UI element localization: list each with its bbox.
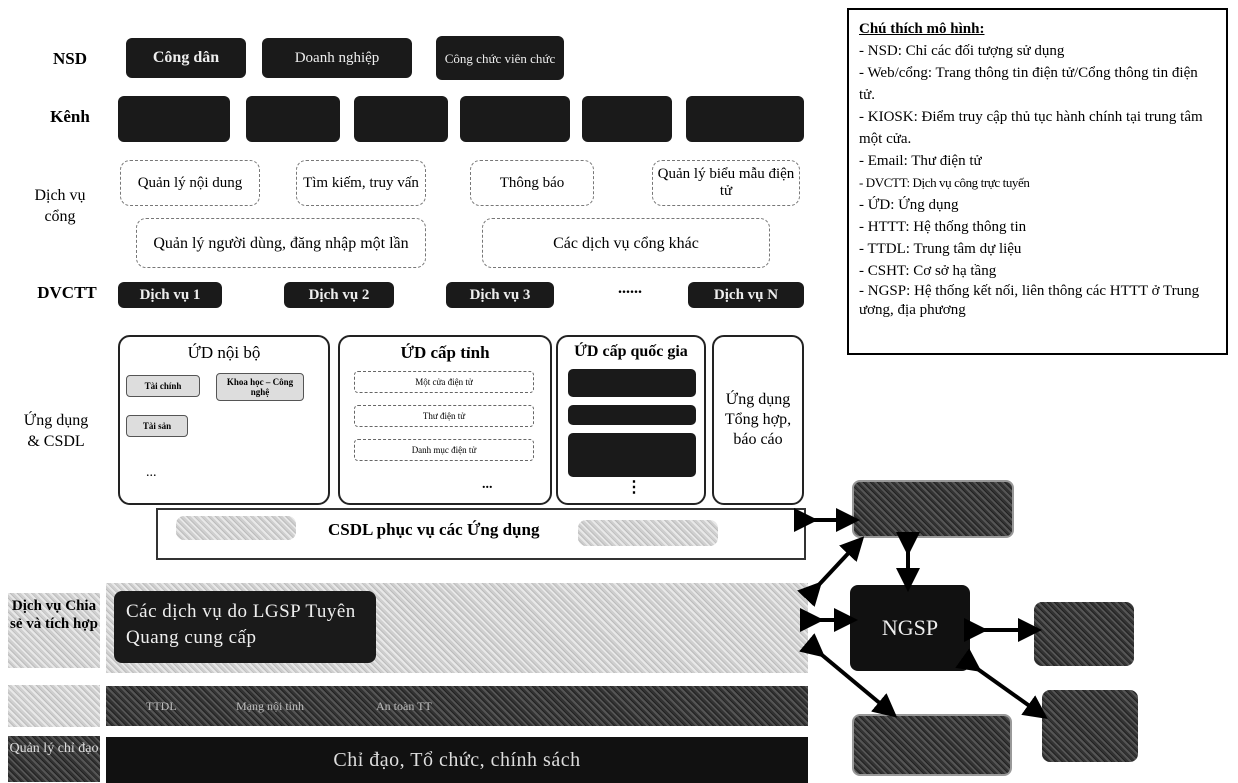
csdl-bar: CSDL phục vụ các Ứng dụng bbox=[156, 508, 806, 560]
legend-item-email: - Email: Thư điện tử bbox=[859, 153, 982, 169]
dvctt-dich-vu-2: Dịch vụ 2 bbox=[284, 282, 394, 308]
tag-khoa-hoc: Khoa học – Công nghệ bbox=[216, 373, 304, 401]
legend-item-ngsp: - NGSP: Hệ thống kết nối, liên thông các… bbox=[859, 283, 1200, 318]
arrow-ngsp-bottom-right bbox=[955, 648, 1048, 719]
panel-ud-cap-tinh: ỨD cấp tỉnh Một cửa điện tử Thư điện tử … bbox=[338, 335, 552, 505]
database-stack-right-icon bbox=[578, 520, 718, 546]
panel-ud-noi-bo: ỨD nội bộ Tài chính Khoa học – Công nghệ… bbox=[118, 335, 330, 505]
dvctt-dich-vu-3: Dịch vụ 3 bbox=[446, 282, 554, 308]
dvc-cong-khac: Các dịch vụ cổng khác bbox=[482, 218, 770, 268]
dvctt-dich-vu-n: Dịch vụ N bbox=[688, 282, 804, 308]
panel-tong-hop: Ứng dụng Tổng hợp, báo cáo bbox=[712, 335, 804, 505]
panel-ud-cap-quoc-gia: ỨD cấp quốc gia ⋮ bbox=[556, 335, 706, 505]
legend-item-csht: - CSHT: Cơ sở hạ tầng bbox=[859, 263, 997, 279]
row-label-ung-dung-csdl: Ứng dụng & CSDL bbox=[23, 412, 89, 450]
kenh-channel-5 bbox=[582, 96, 672, 142]
dvc-quan-ly-noi-dung: Quản lý nội dung bbox=[120, 160, 260, 206]
dvctt-ellipsis: ...... bbox=[618, 280, 642, 297]
nsd-doanh-nghiep: Doanh nghiệp bbox=[262, 38, 412, 78]
legend-box: Chú thích mô hình: - NSD: Chỉ các đối tư… bbox=[847, 8, 1228, 355]
row-label-ha-tang bbox=[8, 685, 100, 727]
quan-ly-bar: Chỉ đạo, Tổ chức, chính sách bbox=[106, 737, 808, 783]
legend-item-httt: - HTTT: Hệ thống thông tin bbox=[859, 219, 1027, 235]
tag-qg-1 bbox=[568, 369, 696, 397]
dvc-quan-ly-nguoi-dung: Quản lý người dùng, đăng nhập một lần bbox=[136, 218, 426, 268]
dvc-thong-bao: Thông báo bbox=[470, 160, 594, 206]
tag-mot-cua: Một cửa điện tử bbox=[354, 371, 534, 393]
httt-node-bottom-right bbox=[1042, 690, 1138, 762]
tag-qg-2 bbox=[568, 405, 696, 425]
ha-tang-an-toan: An toàn TT bbox=[376, 699, 432, 713]
tag-tai-san: Tài sản bbox=[126, 415, 188, 437]
panel-ud-noi-bo-title: ỨD nội bộ bbox=[187, 343, 261, 362]
kenh-channel-6 bbox=[686, 96, 804, 142]
legend-item-kiosk: - KIOSK: Điểm truy cập thủ tục hành chín… bbox=[859, 109, 1203, 147]
tag-qg-3 bbox=[568, 433, 696, 477]
httt-node-top bbox=[852, 480, 1014, 538]
kenh-channel-1 bbox=[118, 96, 230, 142]
row-label-dich-vu-cong: Dịch vụ cổng bbox=[34, 187, 86, 225]
tag-tai-chinh: Tài chính bbox=[126, 375, 200, 397]
dvc-tim-kiem: Tìm kiếm, truy vấn bbox=[296, 160, 426, 206]
arrow-lgsp-httt bbox=[797, 536, 865, 607]
ha-tang-ttdl: TTDL bbox=[146, 699, 177, 713]
ha-tang-mang: Mạng nội tỉnh bbox=[236, 699, 304, 713]
csdl-label: CSDL phục vụ các Ứng dụng bbox=[328, 520, 540, 539]
row-label-dvctt: DVCTT bbox=[37, 283, 97, 302]
nsd-cong-chuc: Công chức viên chức bbox=[436, 36, 564, 80]
row-label-tich-hop: Dịch vụ Chia sẻ và tích hợp bbox=[8, 593, 100, 668]
dvc-bieu-mau: Quản lý biểu mẫu điện tử bbox=[652, 160, 800, 206]
kenh-channel-4 bbox=[460, 96, 570, 142]
noi-bo-more: ... bbox=[146, 465, 157, 480]
dvctt-dich-vu-1: Dịch vụ 1 bbox=[118, 282, 222, 308]
legend-item-ttdl: - TTDL: Trung tâm dự liệu bbox=[859, 241, 1022, 257]
database-stack-left-icon bbox=[176, 516, 296, 540]
lgsp-box: Các dịch vụ do LGSP Tuyên Quang cung cấp bbox=[114, 591, 376, 663]
httt-node-bottom bbox=[852, 714, 1012, 776]
httt-node-right bbox=[1034, 602, 1134, 666]
legend-item-web: - Web/cổng: Trang thông tin điện tử/Cổng… bbox=[859, 65, 1198, 103]
kenh-channel-3 bbox=[354, 96, 448, 142]
nsd-cong-dan: Công dân bbox=[126, 38, 246, 78]
row-label-quan-ly: Quản lý chỉ đạo bbox=[8, 736, 100, 782]
kenh-channel-2 bbox=[246, 96, 340, 142]
panel-ud-cap-tinh-title: ỨD cấp tỉnh bbox=[400, 343, 490, 362]
panel-ud-cap-quoc-gia-title: ỨD cấp quốc gia bbox=[574, 343, 688, 360]
ha-tang-bar: TTDL Mạng nội tỉnh An toàn TT bbox=[106, 686, 808, 726]
legend-item-dvctt: - DVCTT: Dịch vụ công trực tuyến bbox=[859, 175, 1030, 190]
legend-title: Chú thích mô hình: bbox=[859, 21, 985, 37]
row-label-nsd: NSD bbox=[52, 49, 87, 68]
arrow-lgsp-bottom bbox=[799, 633, 898, 718]
legend-item-nsd: - NSD: Chỉ các đối tượng sử dụng bbox=[859, 43, 1065, 59]
legend-item-ud: - ỨD: Ứng dụng bbox=[859, 197, 959, 213]
tag-thu-dien-tu: Thư điện tử bbox=[354, 405, 534, 427]
tag-danh-muc: Danh mục điện tử bbox=[354, 439, 534, 461]
cap-tinh-more: ... bbox=[482, 477, 493, 492]
row-label-kenh: Kênh bbox=[50, 107, 90, 126]
lgsp-bar: Các dịch vụ do LGSP Tuyên Quang cung cấp bbox=[106, 583, 808, 673]
cap-qg-more: ⋮ bbox=[626, 479, 642, 496]
